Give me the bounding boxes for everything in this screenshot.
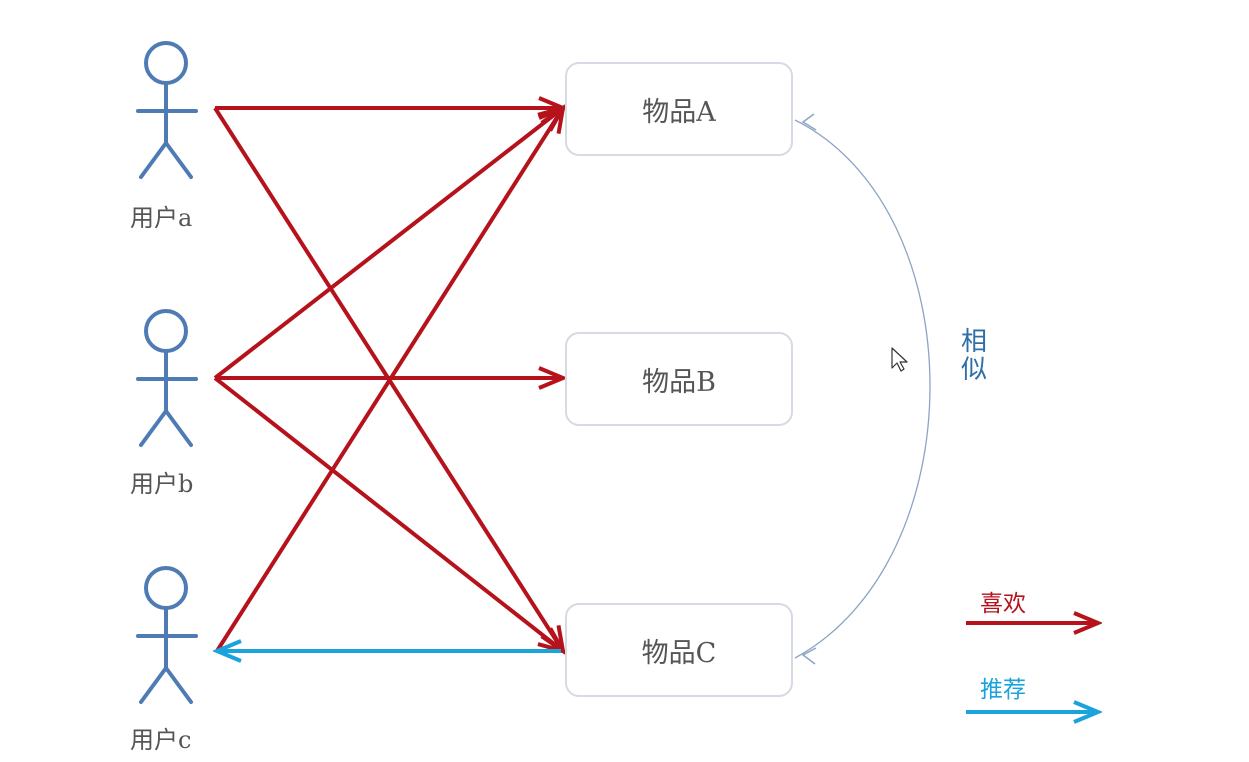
legend-like-label: 喜欢 [980,591,1026,617]
item-label-b: 物品B [642,366,716,398]
similarity-arrowhead-top [801,113,817,131]
similarity-arrowhead-bottom [801,647,817,665]
user-figure-a [136,41,198,179]
user-figure-b [136,309,198,447]
item-label-c: 物品C [641,637,717,669]
item-label-a: 物品A [642,96,716,128]
user-label-a: 用户a [130,204,193,232]
like-edge-b-A [213,108,563,380]
like-edge-c-A [215,108,563,653]
similarity-label: 相似 [960,327,987,385]
user-label-c: 用户c [130,726,192,754]
legend-recommend-label: 推荐 [980,677,1026,703]
similarity-arc [794,119,931,659]
mouse-cursor-icon [891,347,908,372]
user-label-b: 用户b [130,470,194,498]
item-box-c: 物品C [565,603,793,697]
item-box-b: 物品B [565,332,793,426]
item-box-a: 物品A [565,62,793,156]
user-figure-c [136,566,198,704]
user-figures [136,41,198,704]
edges [215,108,563,651]
like-edge-b-C [213,376,563,651]
